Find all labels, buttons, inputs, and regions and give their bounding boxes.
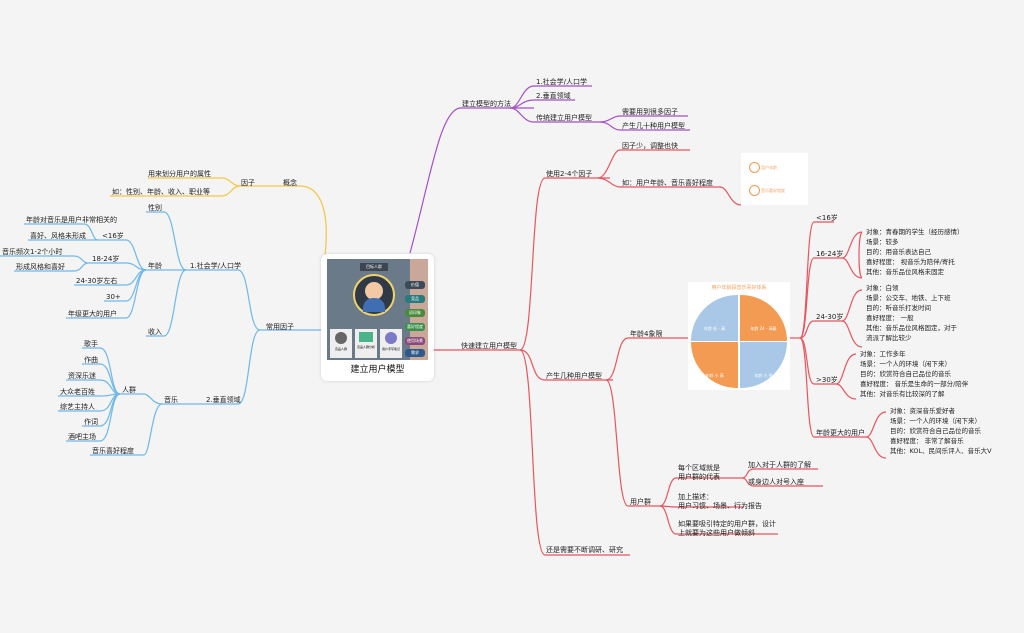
detail-16-24-other: 其他：音乐品位风格未固定 xyxy=(866,268,944,276)
node-host[interactable]: 综艺主持人 xyxy=(60,403,95,411)
detail-over30-goal: 目的：欣赏符合自己品位的音乐 xyxy=(860,370,951,378)
node-under16[interactable]: <16岁 xyxy=(102,232,124,240)
node-traditional-factors[interactable]: 需要用到很多因子 xyxy=(622,108,678,116)
node-method-social[interactable]: 1.社会学/人口学 xyxy=(536,78,588,86)
card-competitor-analysis: 竞品人群分析 xyxy=(355,329,377,358)
node-music-freq[interactable]: 音乐频次1-2个小时 xyxy=(2,248,63,256)
node-24-30[interactable]: 24-30岁左右 xyxy=(76,277,118,285)
node-bar-host[interactable]: 酒吧主场 xyxy=(68,433,96,441)
node-unformed[interactable]: 喜好、风格未形成 xyxy=(30,232,86,240)
detail-16-24-goal: 目的：用音乐表达自己 xyxy=(866,248,931,256)
chip-need: 需求 xyxy=(405,349,425,357)
node-age-16-24[interactable]: 16-24岁 xyxy=(816,250,844,258)
detail-older-goal: 目的：欣赏符合自己品位的音乐 xyxy=(890,427,981,435)
legend-preference: 音乐喜好程度 xyxy=(761,188,785,193)
detail-24-30-other: 其他：音乐品位风格固定，对于 xyxy=(866,324,957,332)
node-method-vertical[interactable]: 2.垂直领域 xyxy=(536,92,571,100)
node-region-match[interactable]: 或身边人对号入座 xyxy=(748,478,804,486)
quadrant-top-left: 年龄 低 - 高 xyxy=(691,295,738,341)
quadrant-title: 用户年龄段音乐喜好体系 xyxy=(711,285,767,291)
node-method-traditional[interactable]: 传统建立用户模型 xyxy=(536,114,592,122)
node-age-quadrant[interactable]: 年龄4象限 xyxy=(630,330,663,338)
node-use-factors[interactable]: 使用2-4个因子 xyxy=(546,170,593,178)
panel-badge: 目标人群 xyxy=(360,263,388,271)
card-competitor-crowd: 竞品人群 xyxy=(330,329,352,358)
detail-older-other: 其他：KOL、民间乐评人、音乐大V xyxy=(890,447,992,455)
detail-over30-other: 其他：对音乐有比较深的了解 xyxy=(860,390,945,398)
node-continuous-research[interactable]: 还是需要不断调研、研究 xyxy=(546,546,623,554)
node-singer[interactable]: 歌手 xyxy=(84,340,98,348)
node-factor-examples[interactable]: 如：性别、年龄、收入、职业等 xyxy=(112,188,210,196)
node-attract-users[interactable]: 如果要吸引特定的用户群，设计 上就要为这些用户做倾斜 xyxy=(678,520,776,537)
detail-24-30-goal: 目的：听音乐打发时间 xyxy=(866,304,931,312)
detail-over30-target: 对象：工作多年 xyxy=(860,350,906,358)
quadrant-bottom-left: 年龄 小 高 xyxy=(691,342,738,388)
node-age-over30[interactable]: >30岁 xyxy=(816,376,838,384)
node-music[interactable]: 音乐 xyxy=(164,396,178,404)
node-income[interactable]: 收入 xyxy=(148,328,162,336)
detail-24-30-preference: 喜好程度： 一般 xyxy=(866,314,914,322)
root-illustration: 目标人群 价值 竞品 初印象 喜好程度 使用场景 需求 竞品人群 竞品人群分析 … xyxy=(327,259,428,360)
node-factor[interactable]: 因子 xyxy=(241,179,255,187)
node-region-understand[interactable]: 加入对于人群的了解 xyxy=(748,461,811,469)
chip-value: 价值 xyxy=(405,281,425,289)
detail-24-30-target: 对象：白领 xyxy=(866,284,899,292)
node-age-related[interactable]: 年龄对音乐是用户非常相关的 xyxy=(26,216,117,224)
node-fans[interactable]: 资深乐迷 xyxy=(68,372,96,380)
node-add-description[interactable]: 加上描述： 用户习惯、场景、行为报告 xyxy=(678,493,762,510)
factor-legend: 用户年龄 音乐喜好程度 xyxy=(741,153,808,205)
quadrant-top-right: 年龄 24 - 高级 xyxy=(740,295,787,341)
node-age[interactable]: 年龄 xyxy=(148,262,162,270)
node-18-24[interactable]: 18-24岁 xyxy=(92,255,120,263)
node-age-24-30[interactable]: 24-30岁 xyxy=(816,313,844,321)
chip-scene: 使用场景 xyxy=(405,337,425,345)
chip-preference: 喜好程度 xyxy=(405,323,425,331)
node-style-formed[interactable]: 形成风格和喜好 xyxy=(16,263,65,271)
detail-over30-scene: 场景：一个人的环境（闲下来） xyxy=(860,360,951,368)
detail-16-24-preference: 喜好程度： 视音乐为陪伴/寄托 xyxy=(866,258,955,266)
detail-24-30-scene: 场景：公交车、地铁、上下班 xyxy=(866,294,951,302)
node-age-under16[interactable]: <16岁 xyxy=(816,214,838,222)
detail-over30-preference: 喜好程度： 音乐是生命的一部分/陪伴 xyxy=(860,380,969,388)
node-public[interactable]: 大众老百姓 xyxy=(60,388,95,396)
node-factor-example[interactable]: 如：用户年龄、音乐喜好程度 xyxy=(622,179,713,187)
node-age-older[interactable]: 年龄更大的用户 xyxy=(816,429,865,437)
node-vertical[interactable]: 2.垂直领域 xyxy=(206,396,241,404)
node-user-group[interactable]: 用户群 xyxy=(630,498,651,506)
detail-24-30-other-cont: 流派了解比较少 xyxy=(866,334,912,342)
chip-impression: 初印象 xyxy=(405,309,425,317)
node-concept[interactable]: 概念 xyxy=(283,179,297,187)
node-composer[interactable]: 作曲 xyxy=(84,356,98,364)
node-common-factors[interactable]: 常用因子 xyxy=(266,323,294,331)
node-lyricist[interactable]: 作词 xyxy=(84,418,98,426)
node-fewer-factors[interactable]: 因子少，调整也快 xyxy=(622,142,678,150)
quadrant-bottom-right: 年龄 小 低 xyxy=(740,342,787,388)
detail-16-24-target: 对象：青春期的学生（经历感情） xyxy=(866,228,964,236)
legend-age: 用户年龄 xyxy=(761,165,777,170)
node-factor-definition[interactable]: 用来划分用户的属性 xyxy=(148,170,211,178)
detail-older-scene: 场景：一个人的环境（闲下来） xyxy=(890,417,981,425)
root-title: 建立用户模型 xyxy=(350,365,405,375)
node-30plus[interactable]: 30+ xyxy=(106,293,121,301)
node-crowd[interactable]: 人群 xyxy=(122,386,136,394)
root-node[interactable]: 目标人群 价值 竞品 初印象 喜好程度 使用场景 需求 竞品人群 竞品人群分析 … xyxy=(321,254,434,381)
node-traditional-models[interactable]: 产生几十种用户模型 xyxy=(622,122,685,130)
node-gender[interactable]: 性别 xyxy=(148,204,162,212)
age-quadrant-chart: 用户年龄段音乐喜好体系 年龄 低 - 高 年龄 24 - 高级 年龄 小 高 年… xyxy=(688,282,790,390)
node-methods[interactable]: 建立模型的方法 xyxy=(462,100,511,108)
node-quick[interactable]: 快速建立用户模型 xyxy=(461,342,517,350)
chip-competitor: 竞品 xyxy=(405,295,425,303)
detail-older-target: 对象：资深音乐爱好者 xyxy=(890,407,955,415)
detail-16-24-scene: 场景：较多 xyxy=(866,238,899,246)
detail-older-preference: 喜好程度： 非常了解音乐 xyxy=(890,437,964,445)
node-older-users[interactable]: 年级更大的用户 xyxy=(68,310,117,318)
node-music-preference[interactable]: 音乐喜好程度 xyxy=(92,447,134,455)
avatar xyxy=(353,274,395,316)
node-region-representative[interactable]: 每个区域就是 用户群的代表 xyxy=(678,464,720,481)
card-user-notes: 用户手写笔记 xyxy=(380,329,402,358)
node-social[interactable]: 1.社会学/人口学 xyxy=(190,262,242,270)
node-produce-models[interactable]: 产生几种用户模型 xyxy=(546,372,602,380)
